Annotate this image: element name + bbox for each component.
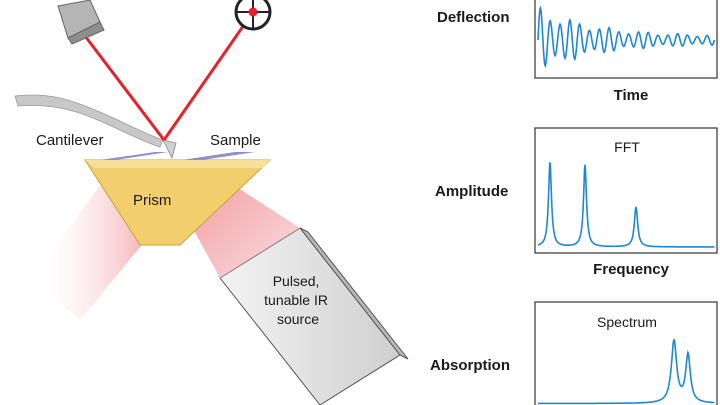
- sample-label: Sample: [210, 132, 261, 149]
- deflection-plot: Deflection Time: [437, 0, 718, 104]
- source-label-line-2: tunable IR: [264, 292, 328, 308]
- fft-title: FFT: [614, 139, 640, 155]
- absorption-axis-label: Absorption: [430, 357, 510, 374]
- source-label-line-3: source: [277, 311, 319, 327]
- spectrum-title: Spectrum: [597, 314, 657, 330]
- deflection-axis-label: Deflection: [437, 9, 510, 26]
- spectrum-trace: [538, 338, 715, 405]
- spectrum-plot-frame: [534, 301, 718, 405]
- photodetector-icon: [234, 0, 272, 31]
- fft-plot: FFT Amplitude Frequency: [435, 127, 718, 278]
- ir-beam-left: [32, 185, 150, 320]
- spectrum-plot: Spectrum Absorption: [430, 301, 718, 405]
- prism: [84, 159, 272, 246]
- amplitude-axis-label: Amplitude: [435, 183, 508, 200]
- fft-trace: [537, 162, 715, 248]
- frequency-axis-label: Frequency: [593, 261, 670, 278]
- source-label-line-1: Pulsed,: [273, 273, 320, 289]
- source-label: Pulsed, tunable IR source: [264, 273, 332, 327]
- deflection-trace: [537, 5, 716, 68]
- time-axis-label: Time: [614, 87, 649, 104]
- sample-film: [100, 152, 255, 160]
- fft-plot-frame: [534, 127, 718, 254]
- prism-label: Prism: [133, 192, 171, 209]
- cantilever: [14, 94, 177, 160]
- ir-source: [219, 227, 409, 405]
- cantilever-label: Cantilever: [36, 132, 104, 149]
- laser-beam: [80, 11, 255, 141]
- laser-source-icon: [57, 0, 105, 45]
